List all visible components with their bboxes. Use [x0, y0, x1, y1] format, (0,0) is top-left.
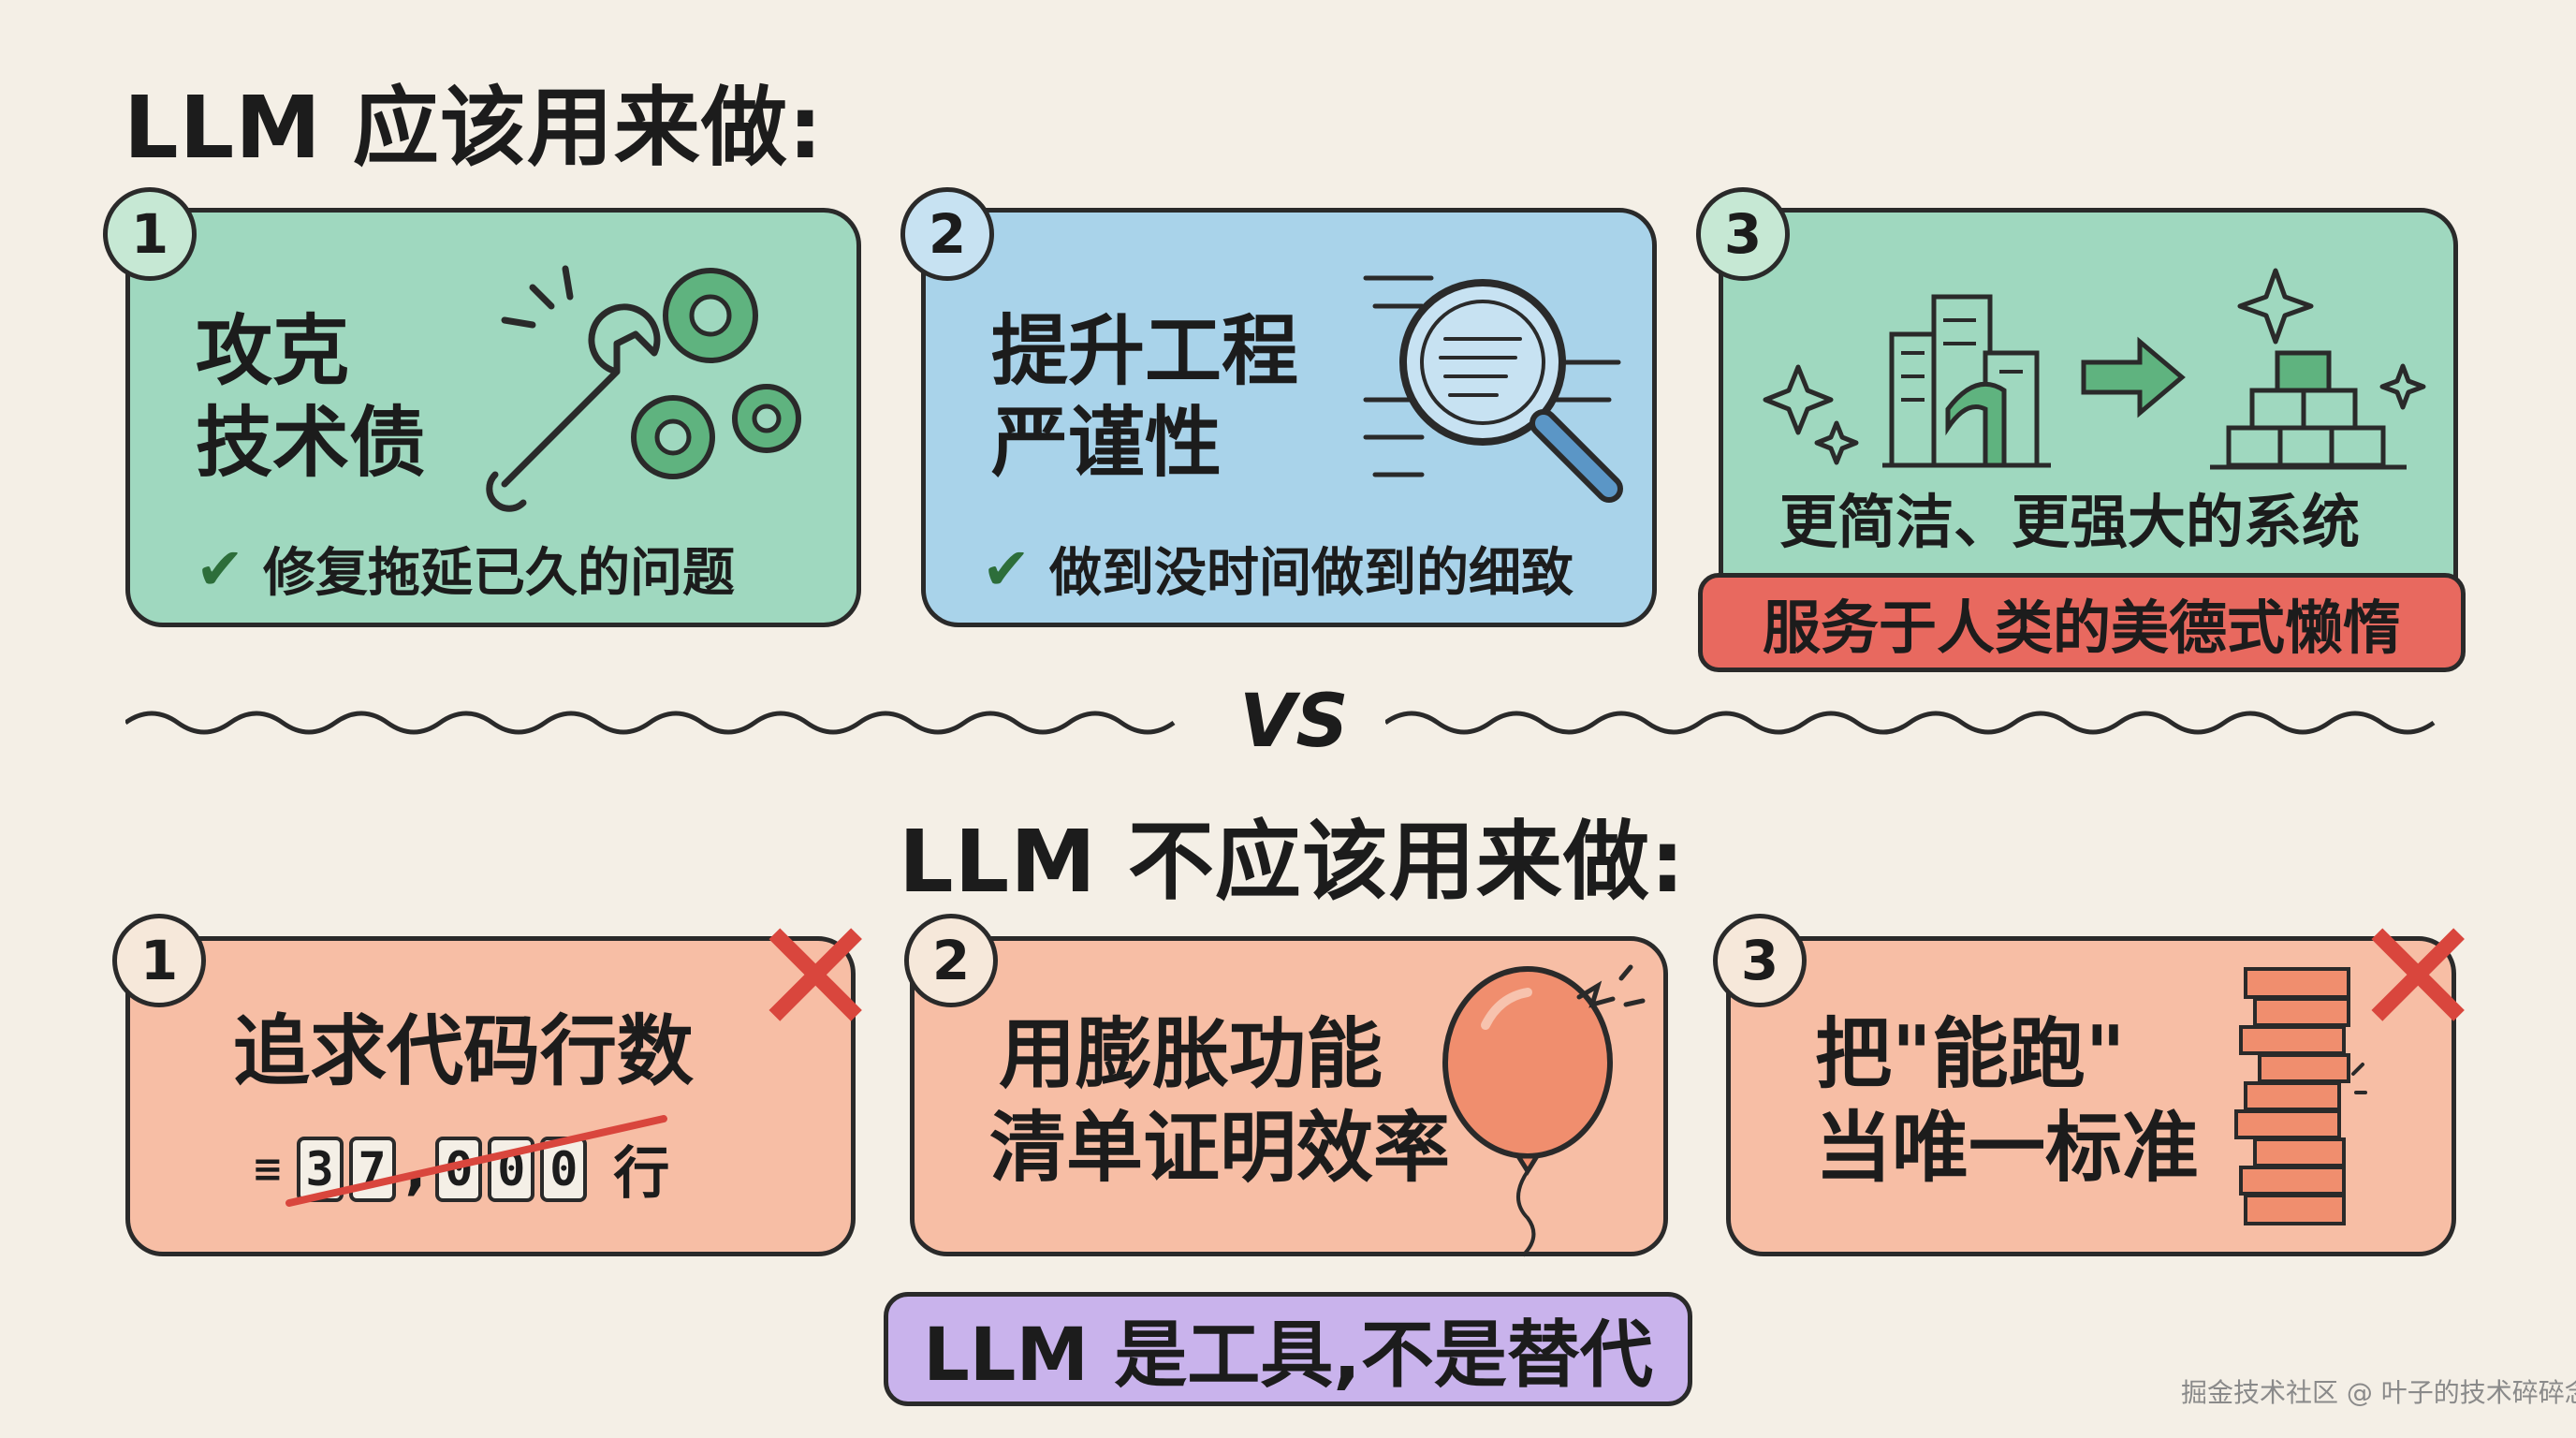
building-to-blocks-icon [1763, 268, 2426, 470]
dont-card-2: 用膨胀功能 清单证明效率 [910, 936, 1668, 1257]
dont-card-2-title-line1: 用膨胀功能 [999, 1010, 1383, 1099]
dont-card-2-number: 2 [931, 929, 971, 992]
dont-card-3-title-line1: 把"能跑" [1815, 1010, 2126, 1099]
watermark: 掘金技术社区 @ 叶子的技术碎碎念 [2181, 1377, 2576, 1408]
do-card-1-title: 攻克 技术债 [196, 306, 426, 490]
do-card-2-title: 提升工程 严谨性 [991, 306, 1298, 490]
magnifier-icon [1363, 275, 1623, 503]
jenga-tower-icon [2234, 967, 2367, 1225]
do-card-2-title-line2: 严谨性 [991, 399, 1222, 488]
do-card-1-subtitle: ✔ 修复拖延已久的问题 [196, 531, 735, 607]
do-card-2-subtitle: ✔ 做到没时间做到的细致 [982, 531, 1573, 607]
do-card-1: 攻克 技术债 ✔ 修复拖延已久的问题 [125, 208, 861, 627]
wrench-gears-icon [486, 265, 801, 512]
speed-lines-icon: ≡ [252, 1147, 284, 1191]
dont-card-2-title: 用膨胀功能 清单证明效率 [989, 1008, 1450, 1196]
dont-card-1: 追求代码行数 ≡ 3 7 , 0 0 0 行 [125, 936, 856, 1256]
do-card-2-badge: 2 [900, 187, 994, 281]
counter-digit: 0 [488, 1136, 535, 1202]
vs-label: VS [1239, 680, 1349, 764]
do-card-2-number: 2 [928, 202, 967, 266]
do-card-3: 更简洁、更强大的系统 [1719, 208, 2458, 627]
top-heading: LLM 应该用来做: [124, 78, 824, 178]
do-card-1-number: 1 [130, 202, 169, 266]
wavy-divider-left [125, 711, 1176, 735]
bottom-heading: LLM 不应该用来做: [899, 812, 1686, 912]
cross-icon: ✕ [749, 886, 883, 1071]
strikethrough-line [285, 1115, 667, 1207]
wavy-divider-right [1385, 711, 2436, 735]
dont-card-1-title: 追求代码行数 [233, 1007, 695, 1096]
footer-tagline: LLM 是工具,不是替代 [884, 1292, 1692, 1406]
do-card-3-subtitle-text: 更简洁、更强大的系统 [1779, 488, 2361, 556]
do-card-3-number: 3 [1723, 202, 1763, 266]
do-card-1-badge: 1 [103, 187, 197, 281]
do-card-3-badge: 3 [1696, 187, 1790, 281]
dont-card-3-number: 3 [1740, 929, 1779, 992]
dont-card-1-badge: 1 [112, 914, 206, 1007]
do-card-2: 提升工程 严谨性 ✔ 做到没时间做到的细致 [921, 208, 1657, 627]
dont-card-3-badge: 3 [1713, 914, 1807, 1007]
dont-card-3-title-line2: 当唯一标准 [1815, 1104, 2200, 1193]
dont-card-1-number: 1 [139, 929, 179, 992]
dont-card-3-title: 把"能跑" 当唯一标准 [1815, 1008, 2199, 1196]
do-card-1-title-line1: 攻克 [196, 307, 350, 396]
check-icon: ✔ [196, 535, 244, 603]
do-card-1-title-line2: 技术债 [196, 399, 427, 488]
dont-card-2-badge: 2 [904, 914, 998, 1007]
do-card-1-subtitle-text: 修复拖延已久的问题 [262, 543, 735, 604]
do-card-3-subtitle: 更简洁、更强大的系统 [1779, 475, 2360, 559]
counter-unit: 行 [613, 1141, 670, 1207]
balloon-icon [1442, 964, 1646, 1257]
do-card-2-title-line1: 提升工程 [991, 307, 1299, 396]
footer-tagline-text: LLM 是工具,不是替代 [923, 1313, 1653, 1398]
do-card-3-banner-text: 服务于人类的美德式懒惰 [1762, 594, 2401, 662]
do-card-2-subtitle-text: 做到没时间做到的细致 [1048, 543, 1573, 604]
check-icon: ✔ [982, 535, 1031, 603]
dont-card-2-title-line2: 清单证明效率 [989, 1104, 1451, 1193]
do-card-3-banner: 服务于人类的美德式懒惰 [1698, 573, 2466, 672]
cross-icon: ✕ [2351, 886, 2485, 1071]
dont-card-3: 把"能跑" 当唯一标准 [1726, 936, 2456, 1256]
counter-separator: , [404, 1136, 427, 1202]
